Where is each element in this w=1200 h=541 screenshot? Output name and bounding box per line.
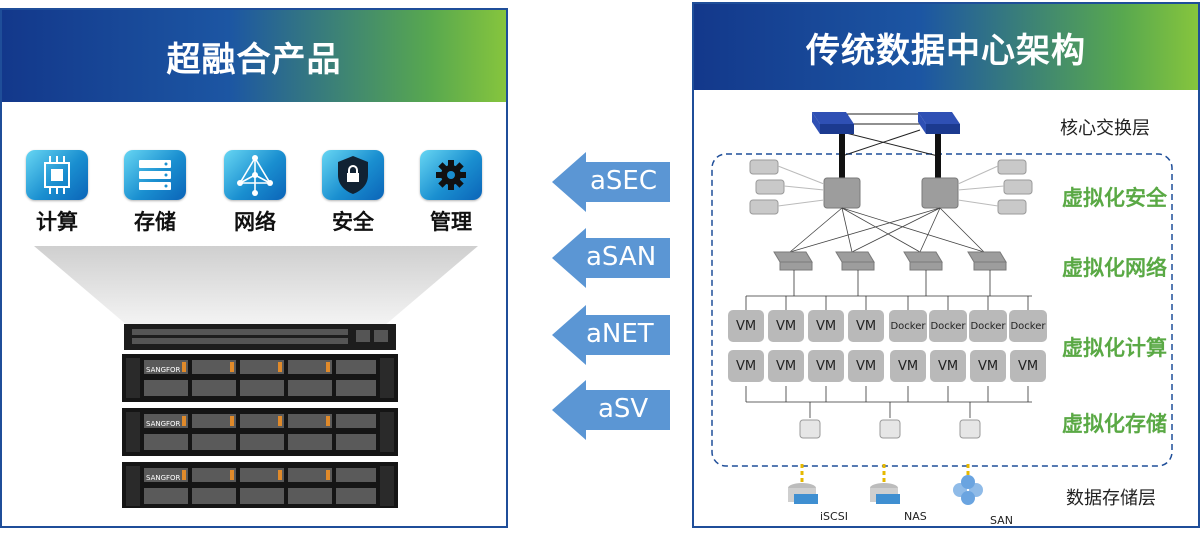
- arrow-asan: [552, 228, 670, 288]
- icon-label-management: 管理: [430, 210, 472, 234]
- traditional-dc-panel: 传统数据中心架构: [692, 2, 1200, 528]
- docker-box: Docker: [889, 310, 927, 342]
- brand-label-1: SANGFOR: [146, 366, 181, 374]
- storage-label-san: SAN: [990, 514, 1013, 527]
- vm-box: VM: [848, 350, 884, 382]
- vm-box: VM: [1010, 350, 1046, 382]
- vm-box: VM: [890, 350, 926, 382]
- storage-layer-label: 数据存储层: [1066, 488, 1156, 509]
- server-stack-image: SANGFOR SANGFOR SANGFOR: [122, 324, 398, 508]
- topology-diagram: [711, 112, 1173, 505]
- layer-label-security: 虚拟化安全: [1062, 186, 1167, 210]
- arrow-label-anet: aNET: [586, 319, 654, 349]
- hci-panel-title: 超融合产品: [2, 10, 506, 102]
- network-icon: [224, 150, 286, 200]
- layer-label-storage: 虚拟化存储: [1062, 412, 1167, 436]
- layer-label-compute: 虚拟化计算: [1062, 336, 1167, 360]
- vm-box: VM: [808, 310, 844, 342]
- docker-box: Docker: [969, 310, 1007, 342]
- traditional-dc-title: 传统数据中心架构: [694, 4, 1198, 90]
- core-layer-label: 核心交换层: [1060, 118, 1150, 139]
- gear-icon: [420, 150, 482, 200]
- vm-box: VM: [848, 310, 884, 342]
- layer-label-network: 虚拟化网络: [1062, 256, 1167, 280]
- vm-box: VM: [808, 350, 844, 382]
- arrow-label-asv: aSV: [598, 394, 649, 424]
- vm-box: VM: [728, 310, 764, 342]
- brand-label-2: SANGFOR: [146, 420, 181, 428]
- vm-box: VM: [768, 350, 804, 382]
- shield-lock-icon: [322, 150, 384, 200]
- vm-box: VM: [728, 350, 764, 382]
- storage-label-iscsi: iSCSI: [820, 510, 848, 523]
- icon-label-security: 安全: [332, 210, 374, 234]
- arrow-asv: [552, 380, 670, 440]
- storage-label-nas: NAS: [904, 510, 927, 523]
- vm-box: VM: [768, 310, 804, 342]
- docker-box: Docker: [929, 310, 967, 342]
- hci-panel: 超融合产品 计算 存储 网络 安全 管理: [0, 8, 508, 528]
- arrow-anet: [552, 305, 670, 365]
- icon-label-compute: 计算: [36, 210, 78, 234]
- vm-box: VM: [970, 350, 1006, 382]
- core-switch-icon: [812, 112, 960, 134]
- arrow-label-asec: aSEC: [590, 166, 658, 196]
- docker-box: Docker: [1009, 310, 1047, 342]
- vm-box: VM: [930, 350, 966, 382]
- light-beam: [34, 246, 478, 326]
- arrow-asec: [552, 152, 670, 212]
- arrow-label-asan: aSAN: [586, 242, 657, 272]
- icon-label-network: 网络: [234, 210, 276, 234]
- brand-label-3: SANGFOR: [146, 474, 181, 482]
- cpu-icon: [26, 150, 88, 200]
- storage-icon: [124, 150, 186, 200]
- icon-label-storage: 存储: [134, 210, 176, 234]
